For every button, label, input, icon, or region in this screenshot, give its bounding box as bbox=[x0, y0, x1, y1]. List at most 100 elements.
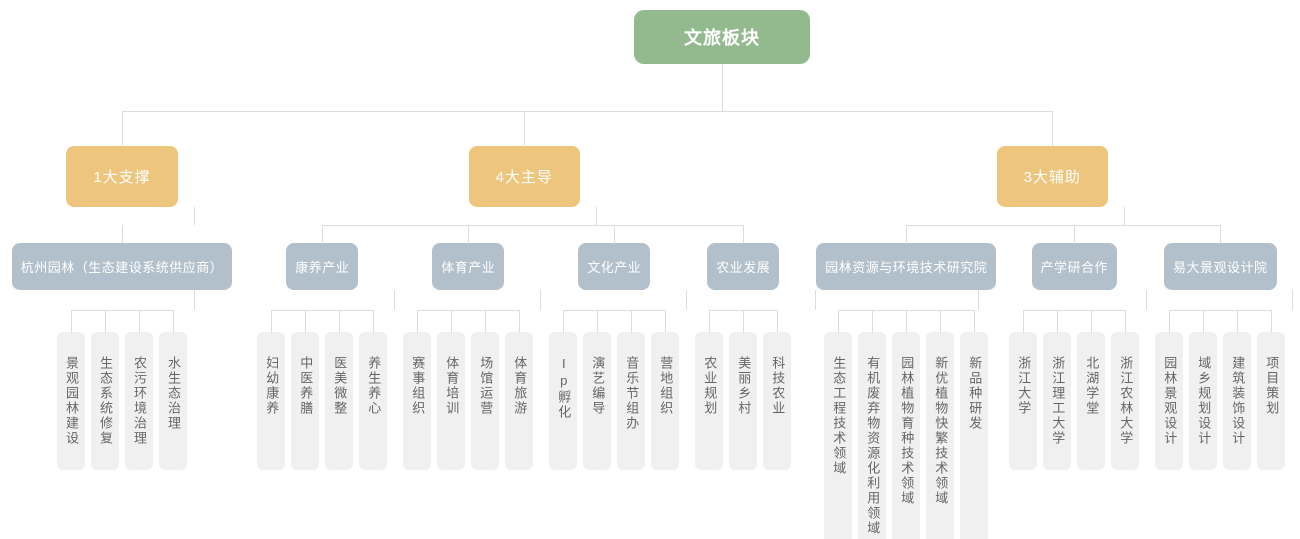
leaf-node: 项目策划 bbox=[1257, 332, 1286, 470]
branch-subtree-leading: 4大主导 康养产业 妇幼康养 中医养膳 医美微整 养生养心 bbox=[242, 111, 817, 470]
leaf-item: 体育培训 bbox=[433, 310, 471, 470]
sub-node-wellness: 康养产业 bbox=[286, 243, 359, 290]
leaf-item: 美丽乡村 bbox=[725, 310, 763, 470]
leaf-row: Ip孵化 演艺编导 音乐节组办 营地组织 bbox=[546, 290, 688, 470]
leaf-node: 营地组织 bbox=[651, 332, 680, 470]
leaf-node: 浙江农林大学 bbox=[1111, 332, 1140, 470]
sub-subtree-culture: 文化产业 Ip孵化 演艺编导 音乐节组办 营地组织 bbox=[540, 225, 690, 470]
leaf-node: 农污环境治理 bbox=[124, 332, 153, 470]
leaf-item: 妇幼康养 bbox=[254, 310, 291, 470]
leaf-row: 景观园林建设 生态系统修复 农污环境治理 水生态治理 bbox=[54, 290, 195, 470]
leaf-node: 妇幼康养 bbox=[257, 332, 286, 470]
leaf-row: 园林景观设计 域乡规划设计 建筑装饰设计 项目策划 bbox=[1152, 290, 1294, 470]
branch-row: 1大支撑 杭州园林（生态建设系统供应商） 景观园林建设 生态系统修复 农污环境治… bbox=[1, 64, 1300, 539]
leaf-item: 赛事组织 bbox=[400, 310, 437, 470]
leaf-item: 北湖学堂 bbox=[1073, 310, 1111, 470]
leaf-node: 音乐节组办 bbox=[617, 332, 646, 470]
sub-node-yida-design: 易大景观设计院 bbox=[1164, 243, 1277, 290]
sub-row: 园林资源与环境技术研究院 生态工程技术领域 有机废弃物资源化利用领域 园林植物育… bbox=[811, 207, 1294, 539]
leaf-item: 场馆运营 bbox=[467, 310, 505, 470]
branch-node-auxiliary: 3大辅助 bbox=[996, 146, 1108, 207]
root-subtree: 文旅板块 1大支撑 杭州园林（生态建设系统供应商） 景观园林建设 生态系统修复 … bbox=[1, 10, 1300, 539]
sub-node-agriculture: 农业发展 bbox=[707, 243, 780, 290]
leaf-row: 妇幼康养 中医养膳 医美微整 养生养心 bbox=[254, 290, 396, 470]
leaf-row: 生态工程技术领域 有机废弃物资源化利用领域 园林植物育种技术领域 新优植物快繁技… bbox=[821, 290, 991, 539]
leaf-node: 科技农业 bbox=[763, 332, 792, 470]
sub-row: 杭州园林（生态建设系统供应商） 景观园林建设 生态系统修复 农污环境治理 水生态… bbox=[7, 207, 238, 470]
sub-node-hangzhou-garden: 杭州园林（生态建设系统供应商） bbox=[11, 243, 233, 290]
sub-subtree-research-institute: 园林资源与环境技术研究院 生态工程技术领域 有机废弃物资源化利用领域 园林植物育… bbox=[811, 225, 1004, 539]
leaf-item: 医美微整 bbox=[321, 310, 359, 470]
leaf-node: 生态工程技术领域 bbox=[824, 332, 853, 539]
leaf-item: 建筑装饰设计 bbox=[1219, 310, 1257, 470]
leaf-item: 水生态治理 bbox=[154, 310, 190, 470]
branch-subtree-auxiliary: 3大辅助 园林资源与环境技术研究院 生态工程技术领域 有机废弃物资源化利用领域 … bbox=[804, 111, 1299, 539]
leaf-item: 项目策划 bbox=[1253, 310, 1288, 470]
leaf-node: 北湖学堂 bbox=[1077, 332, 1106, 470]
leaf-item: 音乐节组办 bbox=[613, 310, 651, 470]
leaf-item: 园林植物育种技术领域 bbox=[888, 310, 926, 539]
root-node: 文旅板块 bbox=[634, 10, 810, 64]
leaf-node: 体育培训 bbox=[437, 332, 466, 470]
leaf-node: 场馆运营 bbox=[471, 332, 500, 470]
sub-row: 康养产业 妇幼康养 中医养膳 医美微整 养生养心 体育产业 赛事组织 bbox=[249, 207, 817, 470]
leaf-item: 景观园林建设 bbox=[54, 310, 90, 470]
leaf-item: 浙江理工大学 bbox=[1039, 310, 1077, 470]
leaf-node: 生态系统修复 bbox=[90, 332, 119, 470]
leaf-node: 演艺编导 bbox=[583, 332, 612, 470]
leaf-node: Ip孵化 bbox=[549, 332, 578, 470]
leaf-row: 浙江大学 浙江理工大学 北湖学堂 浙江农林大学 bbox=[1006, 290, 1148, 470]
leaf-node: 建筑装饰设计 bbox=[1223, 332, 1252, 470]
sub-node-culture: 文化产业 bbox=[578, 243, 651, 290]
sub-node-research-institute: 园林资源与环境技术研究院 bbox=[816, 243, 997, 290]
branch-node-leading: 4大主导 bbox=[468, 146, 580, 207]
sub-node-industry-academia: 产学研合作 bbox=[1031, 243, 1118, 290]
leaf-item: 有机废弃物资源化利用领域 bbox=[854, 310, 892, 539]
leaf-item: 新品种研发 bbox=[956, 310, 991, 539]
leaf-item: 科技农业 bbox=[759, 310, 794, 470]
sub-subtree-wellness: 康养产业 妇幼康养 中医养膳 医美微整 养生养心 bbox=[249, 225, 398, 470]
leaf-node: 医美微整 bbox=[325, 332, 354, 470]
leaf-item: 营地组织 bbox=[647, 310, 682, 470]
leaf-node: 浙江理工大学 bbox=[1043, 332, 1072, 470]
leaf-node: 域乡规划设计 bbox=[1189, 332, 1218, 470]
leaf-node: 有机废弃物资源化利用领域 bbox=[858, 332, 887, 539]
leaf-item: 浙江大学 bbox=[1006, 310, 1043, 470]
leaf-node: 水生态治理 bbox=[158, 332, 187, 470]
sub-node-sports: 体育产业 bbox=[432, 243, 505, 290]
leaf-item: 园林景观设计 bbox=[1152, 310, 1189, 470]
leaf-item: 中医养膳 bbox=[287, 310, 325, 470]
leaf-item: 农业规划 bbox=[692, 310, 729, 470]
leaf-row: 赛事组织 体育培训 场馆运营 体育旅游 bbox=[400, 290, 542, 470]
sub-subtree-sports: 体育产业 赛事组织 体育培训 场馆运营 体育旅游 bbox=[394, 225, 544, 470]
leaf-node: 赛事组织 bbox=[403, 332, 432, 470]
branch-subtree-support: 1大支撑 杭州园林（生态建设系统供应商） 景观园林建设 生态系统修复 农污环境治… bbox=[1, 111, 245, 470]
leaf-item: 体育旅游 bbox=[501, 310, 536, 470]
leaf-node: 中医养膳 bbox=[291, 332, 320, 470]
leaf-item: Ip孵化 bbox=[546, 310, 583, 470]
leaf-node: 景观园林建设 bbox=[56, 332, 85, 470]
leaf-item: 农污环境治理 bbox=[120, 310, 158, 470]
sub-subtree-industry-academia: 产学研合作 浙江大学 浙江理工大学 北湖学堂 浙江农林大学 bbox=[1000, 225, 1150, 470]
sub-subtree-hangzhou-garden: 杭州园林（生态建设系统供应商） 景观园林建设 生态系统修复 农污环境治理 水生态… bbox=[7, 225, 238, 470]
leaf-node: 养生养心 bbox=[359, 332, 388, 470]
leaf-node: 新优植物快繁技术领域 bbox=[926, 332, 955, 539]
leaf-row: 农业规划 美丽乡村 科技农业 bbox=[692, 290, 817, 470]
leaf-item: 浙江农林大学 bbox=[1107, 310, 1142, 470]
leaf-node: 浙江大学 bbox=[1009, 332, 1038, 470]
sub-subtree-agriculture: 农业发展 农业规划 美丽乡村 科技农业 bbox=[686, 225, 817, 470]
leaf-item: 域乡规划设计 bbox=[1185, 310, 1223, 470]
leaf-node: 体育旅游 bbox=[505, 332, 534, 470]
branch-node-support: 1大支撑 bbox=[66, 146, 178, 207]
leaf-node: 园林景观设计 bbox=[1155, 332, 1184, 470]
leaf-item: 生态系统修复 bbox=[86, 310, 124, 470]
leaf-item: 演艺编导 bbox=[579, 310, 617, 470]
leaf-node: 园林植物育种技术领域 bbox=[892, 332, 921, 539]
sub-subtree-yida-design: 易大景观设计院 园林景观设计 域乡规划设计 建筑装饰设计 项目策划 bbox=[1146, 225, 1294, 470]
leaf-node: 美丽乡村 bbox=[729, 332, 758, 470]
leaf-item: 养生养心 bbox=[355, 310, 390, 470]
leaf-node: 新品种研发 bbox=[960, 332, 989, 539]
leaf-node: 农业规划 bbox=[695, 332, 724, 470]
